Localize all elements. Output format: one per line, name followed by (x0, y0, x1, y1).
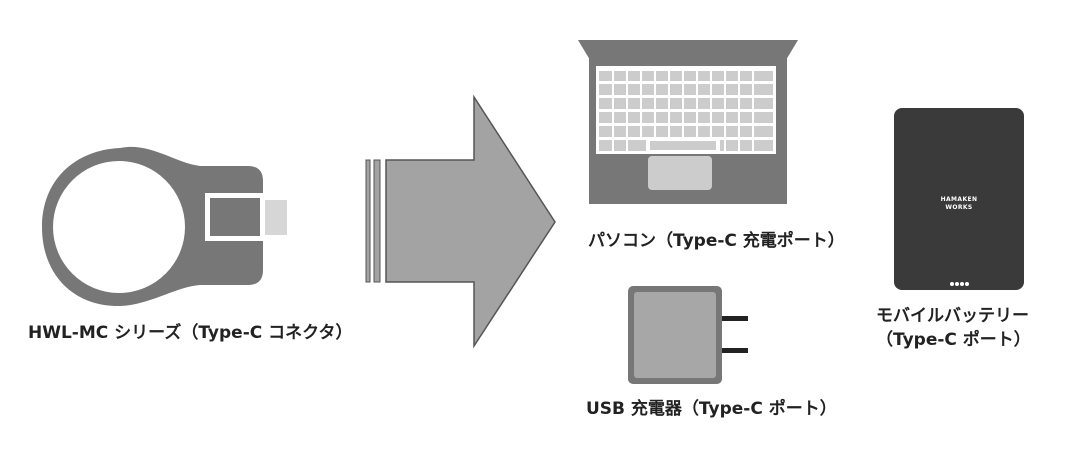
arrow-body (385, 94, 556, 349)
mobile-battery-label-line1: モバイルバッテリー (876, 306, 1029, 326)
battery-indicator-leds (950, 282, 969, 286)
hwl-mc-label: HWL-MC シリーズ（Type-C コネクタ） (28, 323, 353, 343)
mobile-battery-label: モバイルバッテリー （Type-C ポート） (876, 304, 1031, 352)
laptop-icon (578, 40, 798, 204)
laptop-touchpad (648, 156, 712, 190)
battery-body (894, 108, 1024, 290)
wireless-charging-pad (53, 161, 185, 293)
usb-charger-label: USB 充電器（Type-C ポート） (586, 399, 837, 419)
mobile-battery-icon: HAMAKEN WORKS (894, 108, 1024, 290)
charger-prong-bottom (722, 348, 748, 353)
pc-label: パソコン（Type-C 充電ポート） (588, 231, 845, 251)
arrow-stripe-1 (365, 159, 371, 283)
connector-housing-inner (210, 198, 260, 236)
laptop-screen-lid (578, 40, 798, 60)
type-c-plug (265, 200, 287, 235)
usb-charger-icon (628, 286, 748, 384)
laptop-spacebar (650, 141, 716, 150)
battery-logo-line1: HAMAKEN (941, 196, 978, 203)
hwl-mc-device (42, 146, 287, 307)
arrow-stripe-2 (373, 159, 381, 283)
direction-arrow (365, 94, 556, 349)
charger-prong-top (722, 316, 748, 321)
battery-logo-line2: WORKS (945, 204, 972, 211)
charger-face (634, 292, 716, 378)
mobile-battery-label-line2: （Type-C ポート） (876, 330, 1031, 350)
